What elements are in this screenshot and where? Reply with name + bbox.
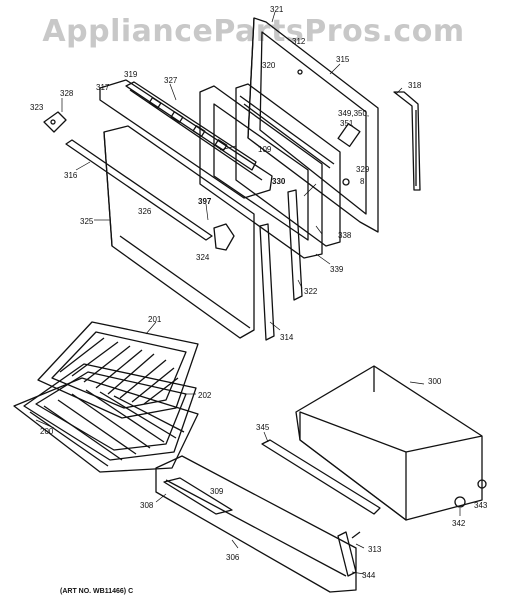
callout-315: 315 bbox=[336, 55, 350, 64]
callout-397: 397 bbox=[198, 197, 212, 206]
callout-109: 109 bbox=[258, 145, 272, 154]
callout-322: 322 bbox=[304, 287, 318, 296]
callout-345: 345 bbox=[256, 423, 270, 432]
callout-338: 338 bbox=[338, 231, 352, 240]
storage-drawer bbox=[295, 365, 483, 521]
bracket bbox=[213, 223, 235, 251]
broiler-pan bbox=[23, 363, 197, 461]
callout-314: 314 bbox=[280, 333, 294, 342]
callout-351: 351 bbox=[340, 119, 354, 128]
callout-201: 201 bbox=[148, 315, 162, 324]
drawer-front-panel bbox=[155, 455, 357, 593]
callout-317: 317 bbox=[96, 83, 110, 92]
drawer-knob-b bbox=[477, 479, 487, 489]
outer-door-panel bbox=[247, 17, 379, 233]
callout-8: 8 bbox=[360, 177, 365, 186]
door-inner-panel bbox=[103, 125, 255, 339]
window-frame bbox=[199, 85, 323, 259]
callout-319: 319 bbox=[124, 70, 138, 79]
handle-bar bbox=[65, 139, 213, 241]
door-liner-top bbox=[99, 79, 273, 199]
callout-323: 323 bbox=[30, 103, 44, 112]
hinge-part bbox=[393, 91, 421, 191]
side-channel-left bbox=[259, 223, 275, 341]
oven-rack bbox=[13, 377, 199, 473]
callout-339: 339 bbox=[330, 265, 344, 274]
callout-320: 320 bbox=[262, 61, 276, 70]
callout-324: 324 bbox=[196, 253, 210, 262]
drawer-knob-a bbox=[454, 496, 466, 508]
callout-326: 326 bbox=[138, 207, 152, 216]
callout-308: 308 bbox=[140, 501, 154, 510]
callout-342: 342 bbox=[452, 519, 466, 528]
callout-349: 349,350, bbox=[338, 109, 369, 118]
drawer-clip bbox=[337, 531, 357, 577]
drawer-bracket bbox=[163, 477, 233, 515]
callout-325: 325 bbox=[80, 217, 94, 226]
callout-309: 309 bbox=[210, 487, 224, 496]
callout-306: 306 bbox=[226, 553, 240, 562]
callout-318: 318 bbox=[408, 81, 422, 90]
callout-343: 343 bbox=[474, 501, 488, 510]
inner-glass bbox=[235, 83, 341, 247]
callout-344: 344 bbox=[362, 571, 376, 580]
art-number: (ART NO. WB11466) C bbox=[60, 588, 134, 595]
callout-328: 328 bbox=[60, 89, 74, 98]
callout-330: 330 bbox=[272, 177, 286, 186]
callout-313: 313 bbox=[368, 545, 382, 554]
callout-200: 200 bbox=[40, 427, 54, 436]
callout-327: 327 bbox=[164, 76, 178, 85]
callout-329: 329 bbox=[356, 165, 370, 174]
callout-300: 300 bbox=[428, 377, 442, 386]
callout-202: 202 bbox=[198, 391, 212, 400]
drawer-rail bbox=[261, 439, 381, 515]
door-strip bbox=[125, 81, 257, 171]
end-cap bbox=[43, 111, 67, 133]
screw bbox=[351, 531, 361, 539]
callout-312: 312 bbox=[292, 37, 306, 46]
side-channel-right bbox=[287, 189, 303, 301]
callout-316: 316 bbox=[64, 171, 78, 180]
callout-321: 321 bbox=[270, 5, 284, 14]
